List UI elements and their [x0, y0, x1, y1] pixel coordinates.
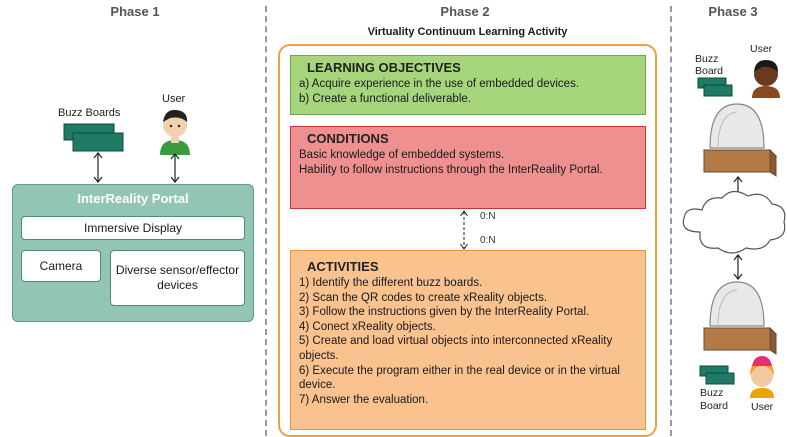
sensor-effector-box: Diverse sensor/effector devices	[110, 250, 245, 306]
user-icon	[752, 60, 780, 98]
camera-box: Camera	[21, 250, 101, 282]
user-label: User	[162, 93, 186, 105]
activity-item: 1) Identify the different buzz boards.	[299, 277, 483, 289]
cardinality-connector	[460, 210, 468, 250]
buzz-board-icon	[63, 123, 124, 152]
phase3-bottom-buzz-label: Buzz Board	[700, 387, 729, 412]
activity-item: 2) Scan the QR codes to create xReality …	[299, 291, 548, 304]
phase-2-header: Phase 2	[440, 4, 490, 19]
buzz-board-icon	[699, 365, 735, 385]
phase3-bottom-user-label: User	[751, 401, 774, 413]
phase1-graphics	[63, 109, 190, 183]
objective-item: b) Create a functional deliverable.	[299, 93, 471, 105]
objective-item: a) Acquire experience in the use of embe…	[299, 78, 580, 90]
phase3-top-user-label: User	[750, 43, 773, 55]
conditions-title: CONDITIONS	[307, 131, 389, 146]
interreality-portal-icon	[702, 281, 778, 355]
activity-item: 3) Follow the instructions given by the …	[299, 306, 590, 319]
phase3-graphics	[682, 60, 786, 398]
activity-item: 7) Answer the evaluation.	[299, 393, 429, 406]
buzz-board-icon	[697, 77, 733, 97]
portal-title: InterReality Portal	[77, 191, 189, 206]
learning-objectives-panel: LEARNING OBJECTIVES a) Acquire experienc…	[290, 55, 646, 115]
phase3-top-buzz-label: Buzz Board	[695, 53, 724, 77]
interreality-portal: InterReality Portal Immersive Display Ca…	[12, 184, 254, 322]
cardinality-top: 0:N	[480, 211, 496, 222]
conditions-panel: CONDITIONS Basic knowledge of embedded s…	[290, 126, 646, 209]
immersive-display-box: Immersive Display	[21, 216, 245, 240]
activity-item: 5) Create and load virtual objects into …	[299, 335, 613, 362]
phase-1-header: Phase 1	[110, 4, 160, 19]
activities-panel: ACTIVITIES 1) Identify the different buz…	[290, 250, 646, 430]
user-icon	[160, 109, 190, 155]
phase-3-header: Phase 3	[708, 4, 758, 19]
interreality-portal-icon	[702, 103, 778, 177]
bidirectional-arrow	[93, 152, 180, 183]
activity-item: 4) Conect xReality objects.	[299, 320, 436, 333]
condition-item: Hability to follow instructions through …	[299, 164, 603, 176]
bidirectional-arrow	[733, 254, 743, 280]
phase-divider-1	[265, 6, 267, 436]
buzz-boards-label: Buzz Boards	[58, 107, 121, 119]
user-icon	[750, 356, 774, 398]
cloud-icon	[682, 190, 786, 254]
activity-title: Virtuality Continuum Learning Activity	[367, 26, 568, 38]
phase-divider-2	[670, 6, 672, 436]
cardinality-bottom: 0:N	[480, 235, 496, 246]
activities-title: ACTIVITIES	[307, 259, 379, 274]
learning-objectives-title: LEARNING OBJECTIVES	[307, 60, 461, 75]
activity-item: 6) Execute the program either in the rea…	[299, 364, 620, 392]
condition-item: Basic knowledge of embedded systems.	[299, 149, 505, 161]
